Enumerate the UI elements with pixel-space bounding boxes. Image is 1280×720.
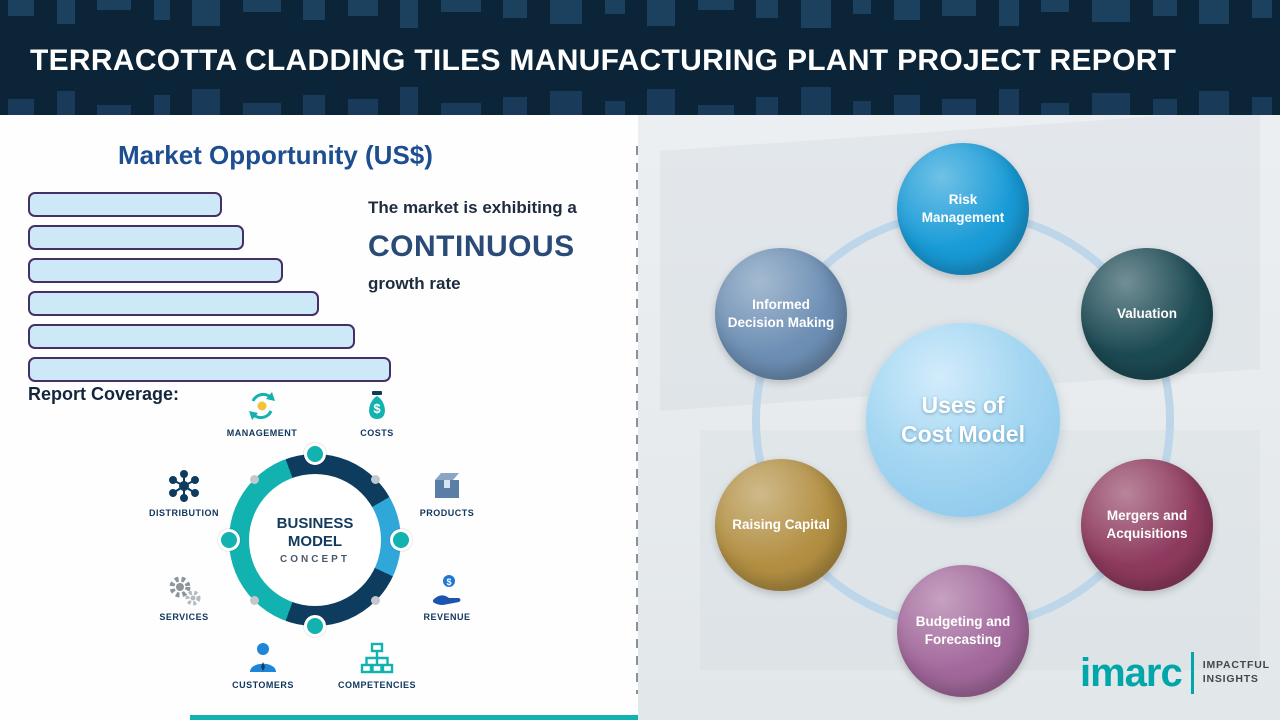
cost-node-raising-capital: Raising Capital xyxy=(715,459,847,591)
skyline-building xyxy=(503,0,528,18)
market-bar-chart xyxy=(28,192,391,390)
growth-text-block: The market is exhibiting a CONTINUOUS gr… xyxy=(368,198,636,294)
skyline-building xyxy=(756,97,779,115)
skyline-building xyxy=(1199,0,1230,24)
logo-divider-bar xyxy=(1190,652,1194,694)
skyline-building xyxy=(192,89,221,115)
skyline-building xyxy=(800,0,831,28)
growth-line-1: The market is exhibiting a xyxy=(368,198,577,217)
imarc-brand-text: imarc xyxy=(1080,651,1183,695)
cost-node-label: Informed Decision Making xyxy=(727,297,835,330)
skyline-building xyxy=(347,0,378,16)
skyline-building xyxy=(853,0,872,14)
market-bar xyxy=(28,357,391,382)
skyline-building xyxy=(1092,93,1131,115)
growth-line-2: CONTINUOUS xyxy=(368,230,575,263)
cost-node-budgeting-and-forecasting: Budgeting and Forecasting xyxy=(897,565,1029,697)
cost-node-label: Budgeting and Forecasting xyxy=(915,614,1011,647)
skyline-building xyxy=(604,0,625,14)
skyline-building xyxy=(998,0,1019,26)
skyline-building xyxy=(1152,0,1177,16)
skyline-building xyxy=(347,99,378,115)
cost-node-mergers-and-acquisitions: Mergers and Acquisitions xyxy=(1081,459,1213,591)
skyline-building xyxy=(1041,0,1070,12)
skyline-building xyxy=(303,0,326,20)
bottom-accent-bar xyxy=(190,715,638,720)
skyline-building xyxy=(1041,103,1070,115)
skyline-building xyxy=(153,95,170,115)
cost-node-risk-management: Risk Management xyxy=(897,143,1029,275)
skyline-building xyxy=(97,0,132,10)
skyline-building xyxy=(400,87,419,115)
skyline-building xyxy=(1251,0,1272,18)
cost-model-center-label: Uses of Cost Model xyxy=(901,392,1025,447)
market-bar xyxy=(28,225,244,250)
skyline-building xyxy=(400,0,419,28)
skyline-building xyxy=(1199,91,1230,115)
cost-node-label: Mergers and Acquisitions xyxy=(1106,508,1188,541)
skyline-building xyxy=(853,101,872,115)
logo-tagline: IMPACTFUL INSIGHTS xyxy=(1203,659,1270,686)
page-title: TERRACOTTA CLADDING TILES MANUFACTURING … xyxy=(30,44,1177,77)
growth-line-3: growth rate xyxy=(368,274,461,293)
skyline-building xyxy=(8,99,34,115)
panel-divider xyxy=(636,146,638,694)
skyline-building xyxy=(97,105,132,115)
skyline-top xyxy=(0,0,1280,30)
skyline-building xyxy=(56,0,75,24)
skyline-building xyxy=(800,87,831,115)
skyline-building xyxy=(192,0,221,26)
logo-tagline-line2: INSIGHTS xyxy=(1202,673,1259,685)
skyline-building xyxy=(1251,97,1272,115)
skyline-building xyxy=(303,95,326,115)
logo-tagline-line1: IMPACTFUL xyxy=(1202,659,1270,672)
market-bar xyxy=(28,324,355,349)
skyline-building xyxy=(153,0,170,20)
report-coverage-label: Report Coverage: xyxy=(28,384,180,404)
skyline-building xyxy=(440,0,481,12)
skyline-bottom xyxy=(0,81,1280,115)
cost-node-valuation: Valuation xyxy=(1081,248,1213,380)
skyline-building xyxy=(550,0,583,24)
skyline-building xyxy=(998,89,1019,115)
header-banner: TERRACOTTA CLADDING TILES MANUFACTURING … xyxy=(0,0,1280,115)
skyline-building xyxy=(756,0,779,18)
skyline-building xyxy=(942,0,977,16)
skyline-building xyxy=(503,97,528,115)
skyline-building xyxy=(242,0,281,12)
cost-node-informed-decision-making: Informed Decision Making xyxy=(715,248,847,380)
market-bar xyxy=(28,258,283,283)
market-bar xyxy=(28,192,222,217)
skyline-building xyxy=(697,105,734,115)
skyline-building xyxy=(697,0,734,10)
cost-model-center: Uses of Cost Model xyxy=(866,323,1060,517)
skyline-building xyxy=(1092,0,1131,22)
skyline-building xyxy=(56,91,75,115)
cost-node-label: Raising Capital xyxy=(732,517,830,533)
skyline-building xyxy=(440,103,481,115)
skyline-building xyxy=(8,0,34,16)
skyline-building xyxy=(647,89,676,115)
imarc-logo: imarc IMPACTFUL INSIGHTS xyxy=(1080,652,1270,694)
skyline-building xyxy=(604,101,625,115)
skyline-building xyxy=(942,99,977,115)
skyline-building xyxy=(550,91,583,115)
skyline-building xyxy=(893,0,920,20)
market-bar xyxy=(28,291,319,316)
skyline-building xyxy=(647,0,676,26)
cost-node-label: Risk Management xyxy=(921,192,1005,225)
market-opportunity-title: Market Opportunity (US$) xyxy=(118,140,433,170)
skyline-building xyxy=(893,95,920,115)
cost-node-label: Valuation xyxy=(1116,306,1177,322)
skyline-building xyxy=(1152,99,1177,115)
skyline-building xyxy=(242,103,281,115)
